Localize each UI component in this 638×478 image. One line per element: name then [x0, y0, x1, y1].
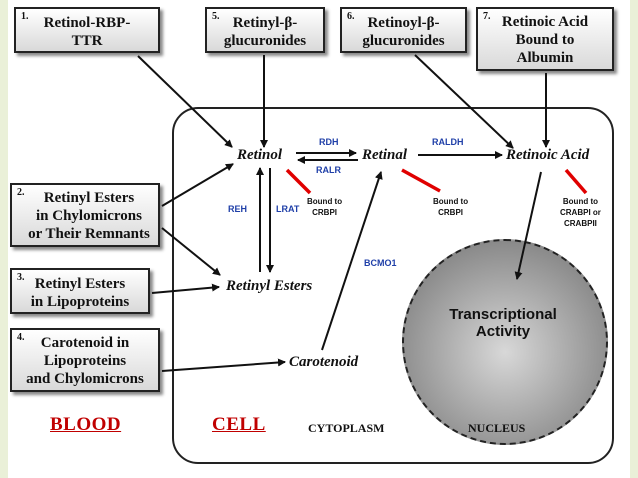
source-line: in Chylomicrons	[36, 208, 142, 224]
source-line: glucuronides	[362, 33, 445, 49]
source-line: Bound to	[515, 32, 575, 48]
binding-line: CRABPII	[564, 219, 597, 228]
binding-marker-retinoic-acid	[564, 168, 588, 195]
arrow-chylomicron-to-retinol	[161, 163, 234, 207]
molecule-retinoic-acid: Retinoic Acid	[506, 147, 590, 163]
source-line: in Lipoproteins	[30, 294, 130, 310]
arrow-ttr-to-retinol	[137, 55, 233, 148]
source-number: 3.	[17, 272, 25, 283]
nucleus-circle	[402, 239, 608, 445]
compartment-cytoplasm: CYTOPLASM	[308, 421, 385, 435]
source-box-7: 7. Retinoic Acid Bound to Albumin	[476, 7, 614, 71]
source-line: TTR	[71, 33, 103, 49]
binding-line: CRBPI	[312, 208, 337, 217]
source-line: glucuronides	[223, 33, 307, 49]
binding-marker-retinal	[401, 168, 441, 193]
binding-label-retinoic-acid: Bound to CRABPI or CRABPII	[560, 196, 601, 229]
enzyme-ralr: RALR	[316, 165, 341, 175]
source-box-5: 5. Retinyl-β- glucuronides	[205, 7, 325, 53]
nucleus-label-line: Transcriptional	[449, 306, 557, 323]
arrow-carotenoid-lipoprotein-to-carotenoid	[161, 358, 286, 372]
source-line: Retinoyl-β-	[367, 15, 440, 31]
enzyme-bcmo1: BCMO1	[364, 258, 397, 268]
arrow-chylomicron-to-esters	[161, 227, 221, 276]
source-line: Retinyl Esters	[43, 190, 135, 206]
arrow-lipoprotein-to-esters	[151, 283, 220, 294]
source-number: 5.	[212, 11, 220, 22]
source-box-3: 3. Retinyl Esters in Lipoproteins	[10, 268, 150, 314]
molecule-retinal: Retinal	[362, 147, 408, 163]
source-box-1: 1. Retinol-RBP- TTR	[14, 7, 160, 53]
source-box-6: 6. Retinoyl-β- glucuronides	[340, 7, 467, 53]
nucleus-label: Transcriptional Activity	[438, 306, 568, 340]
binding-line: Bound to	[562, 197, 598, 206]
source-number: 1.	[21, 11, 29, 22]
source-line: Retinoic Acid	[501, 14, 589, 30]
enzyme-rdh: RDH	[319, 137, 339, 147]
source-number: 4.	[17, 332, 25, 343]
enzyme-reh: REH	[228, 204, 248, 214]
compartment-nucleus: NUCLEUS	[468, 421, 526, 435]
binding-line: CRABPI or	[560, 208, 601, 217]
binding-line: Bound to	[433, 197, 469, 206]
source-number: 2.	[17, 187, 25, 198]
source-box-2: 2. Retinyl Esters in Chylomicrons or The…	[10, 183, 160, 247]
source-number: 6.	[347, 11, 355, 22]
binding-marker-retinol	[285, 168, 312, 195]
binding-label-retinol: Bound to CRBPI	[307, 196, 342, 218]
molecule-retinol: Retinol	[237, 147, 283, 163]
arrow-carotenoid-to-retinal	[321, 171, 383, 351]
compartment-cell: CELL	[212, 414, 266, 435]
binding-line: Bound to	[307, 197, 343, 206]
binding-line: CRBPI	[438, 208, 463, 217]
source-line: Carotenoid in	[40, 335, 130, 351]
source-line: and Chylomicrons	[26, 371, 144, 387]
source-box-4: 4. Carotenoid in Lipoproteins and Chylom…	[10, 328, 160, 392]
source-line: Retinyl-β-	[232, 15, 298, 31]
source-line: Lipoproteins	[43, 353, 127, 369]
source-line: Retinol-RBP-	[43, 15, 131, 31]
binding-label-retinal: Bound to CRBPI	[433, 196, 468, 218]
enzyme-lrat: LRAT	[276, 204, 300, 214]
molecule-retinyl-esters: Retinyl Esters	[226, 278, 313, 294]
compartment-blood: BLOOD	[50, 414, 122, 435]
arrow-retinoyl-glucuronide-to-retinoic-acid	[414, 54, 514, 149]
enzyme-raldh: RALDH	[432, 137, 464, 147]
source-line: Retinyl Esters	[34, 276, 126, 292]
source-number: 7.	[483, 11, 491, 22]
arrow-retinoic-acid-to-nucleus	[514, 171, 542, 280]
source-line: Albumin	[516, 50, 574, 66]
molecule-carotenoid: Carotenoid	[289, 354, 359, 370]
nucleus-label-line: Activity	[475, 323, 531, 340]
source-line: or Their Remnants	[28, 226, 150, 242]
